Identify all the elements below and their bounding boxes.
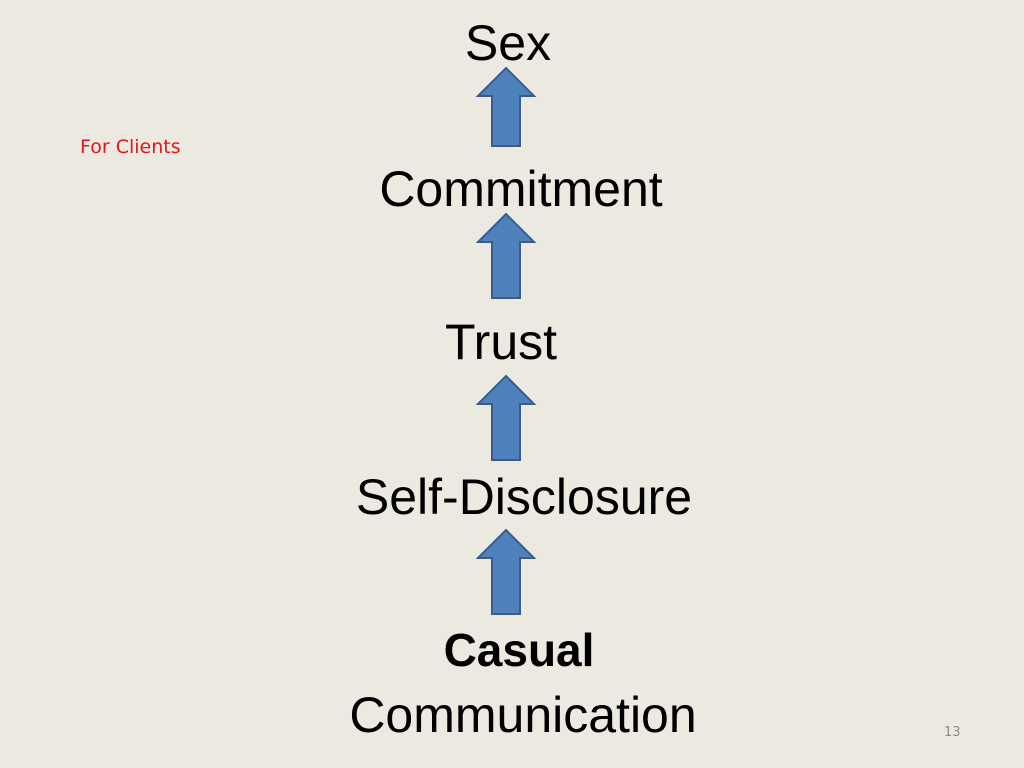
- step-trust-label: Trust: [444, 314, 558, 370]
- up-arrow-icon: [475, 528, 537, 615]
- step-self-disclosure-label: Self-Disclosure: [355, 469, 693, 525]
- up-arrow-icon: [475, 374, 537, 461]
- step-sex-label: Sex: [464, 15, 552, 71]
- up-arrow-icon: [475, 66, 537, 147]
- step-casual-label: Casual: [443, 624, 595, 676]
- page-number: 13: [944, 725, 961, 740]
- step-commitment-label: Commitment: [379, 161, 663, 217]
- step-communication-label: Communication: [349, 687, 697, 743]
- for-clients-note: For Clients: [80, 136, 181, 158]
- up-arrow-icon: [475, 212, 537, 299]
